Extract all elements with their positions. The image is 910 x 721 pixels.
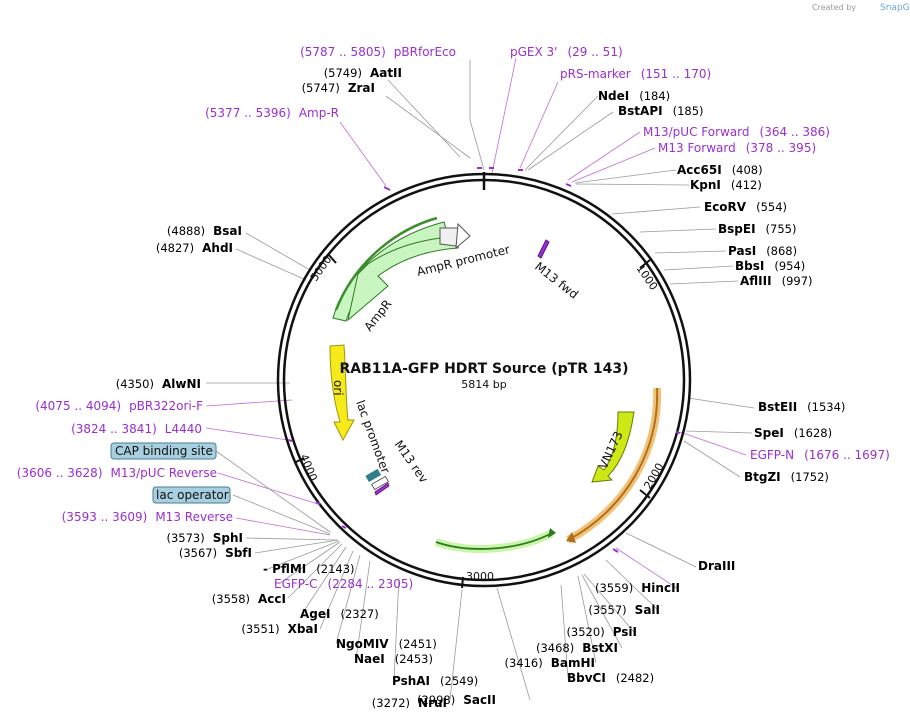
leader-lines: [205, 57, 755, 701]
plasmid-name: RAB11A-GFP HDRT Source (pTR 143): [339, 361, 628, 377]
cap-binding-site-label: CAP binding site: [115, 444, 213, 458]
enzyme-label-2: (5749)AatII: [324, 66, 402, 80]
enzyme-label-17: BbsI(954): [735, 259, 805, 273]
primer-label-6: (5377 .. 5396)Amp-R: [205, 106, 339, 120]
enzyme-label-32: (3559)HincII: [595, 581, 680, 595]
ori-label: ori: [331, 380, 345, 396]
enzyme-label-7: BstAPI(185): [618, 104, 704, 118]
primer-label-27: (3593 .. 3609)M13 Reverse: [62, 510, 233, 524]
plasmid-backbone: [276, 172, 692, 588]
enzyme-label-39: NgoMIV(2451): [336, 637, 437, 651]
primer-label-22: (3824 .. 3841)L4440: [71, 422, 202, 436]
primer-label-33: EGFP-C(2284 .. 2305): [274, 577, 413, 591]
boxed-labels: CAP binding site lac operator: [110, 442, 231, 504]
amp-r-arrow: [347, 235, 461, 322]
enzyme-label-15: (4827)AhdI: [156, 241, 233, 255]
lac-operator-box: [371, 475, 389, 491]
enzyme-label-4: (5747)ZraI: [302, 81, 375, 95]
enzyme-label-36: AgeI(2327): [300, 607, 379, 621]
snapgene-logo-text: SnapGene: [880, 3, 910, 13]
primer-label-20: (4075 .. 4094)pBR322ori-F: [35, 399, 203, 413]
snapgene-credit: Created by SnapGene: [812, 3, 910, 13]
enzyme-label-43: BbvCI(2482): [567, 671, 654, 685]
enzyme-label-29: (3567)SbfI: [179, 546, 252, 560]
enzyme-label-31: - PflMI(2143): [263, 562, 355, 576]
ori-feature: [329, 344, 355, 442]
enzyme-label-23: SpeI(1628): [754, 426, 832, 440]
primer-label-3: pRS-marker(151 .. 170): [560, 67, 711, 81]
enzyme-label-11: KpnI(412): [690, 178, 762, 192]
primer-label-24: EGFP-N(1676 .. 1697): [750, 448, 890, 462]
enzyme-label-21: BstEII(1534): [758, 400, 845, 414]
enzyme-label-37: (3551)XbaI: [241, 622, 318, 636]
cap-binding-site-box: [365, 468, 382, 482]
lac-operator-label: lac operator: [156, 488, 229, 502]
tick-3000: 3000: [466, 570, 494, 583]
vn173-feature: [591, 411, 635, 483]
enzyme-label-40: (3468)BstXI: [536, 641, 618, 655]
primer-label-0: (5787 .. 5805)pBRforEco: [300, 45, 456, 59]
primer-label-1: pGEX 3'(29 .. 51): [510, 45, 623, 59]
lac-operator-label-box: [152, 486, 231, 504]
enzyme-label-35: (3557)SalI: [588, 603, 660, 617]
features: [329, 216, 662, 553]
primer-label-25: (3606 .. 3628)M13/pUC Reverse: [17, 466, 217, 480]
enzyme-label-16: PasI(868): [728, 244, 797, 258]
primer-marks: [287, 167, 681, 553]
m13-fwd-primer: [537, 239, 550, 259]
tick-4000: 4000: [297, 452, 320, 483]
enzyme-label-38: (3520)PsiI: [566, 625, 637, 639]
enzyme-label-42: (3416)BamHI: [504, 656, 595, 670]
enzyme-label-5: NdeI(184): [598, 89, 670, 103]
lac-promoter-label: lac promoter: [353, 398, 392, 475]
enzyme-label-30: DraIII: [698, 559, 735, 573]
enzyme-label-44: PshAI(2549): [392, 674, 478, 688]
enzyme-label-14: BspEI(755): [718, 222, 796, 236]
enzyme-label-10: Acc65I(408): [677, 163, 763, 177]
enzyme-label-26: BtgZI(1752): [744, 470, 829, 484]
m13-rev-label: M13 rev: [392, 438, 431, 486]
enzyme-label-18: AflIII(997): [740, 274, 813, 288]
primer-label-9: M13 Forward(378 .. 395): [658, 141, 816, 155]
enzyme-label-46: (2998)SacII: [417, 693, 496, 707]
enzyme-label-45: (3272)NruI: [372, 696, 447, 710]
credit-text: Created by: [812, 3, 856, 12]
map-title: RAB11A-GFP HDRT Source (pTR 143) 5814 bp: [339, 361, 628, 391]
enzyme-label-28: (3573)SphI: [167, 531, 244, 545]
enzyme-label-41: NaeI(2453): [354, 652, 433, 666]
plasmid-size: 5814 bp: [461, 378, 506, 391]
site-labels: (5787 .. 5805)pBRforEco pGEX 3'(29 .. 51)…: [17, 45, 890, 710]
cap-binding-site-label-box: [110, 442, 217, 460]
enzyme-label-34: (3558)AccI: [212, 592, 286, 606]
m13-rev-primer: [374, 482, 390, 496]
primer-label-8: M13/pUC Forward(364 .. 386): [643, 125, 830, 139]
m13-fwd-label: M13 fwd: [532, 259, 581, 301]
enzyme-label-13: (4888)BsaI: [167, 224, 242, 238]
enzyme-label-19: (4350)AlwNI: [116, 377, 201, 391]
enzyme-label-12: EcoRV(554): [704, 200, 787, 214]
